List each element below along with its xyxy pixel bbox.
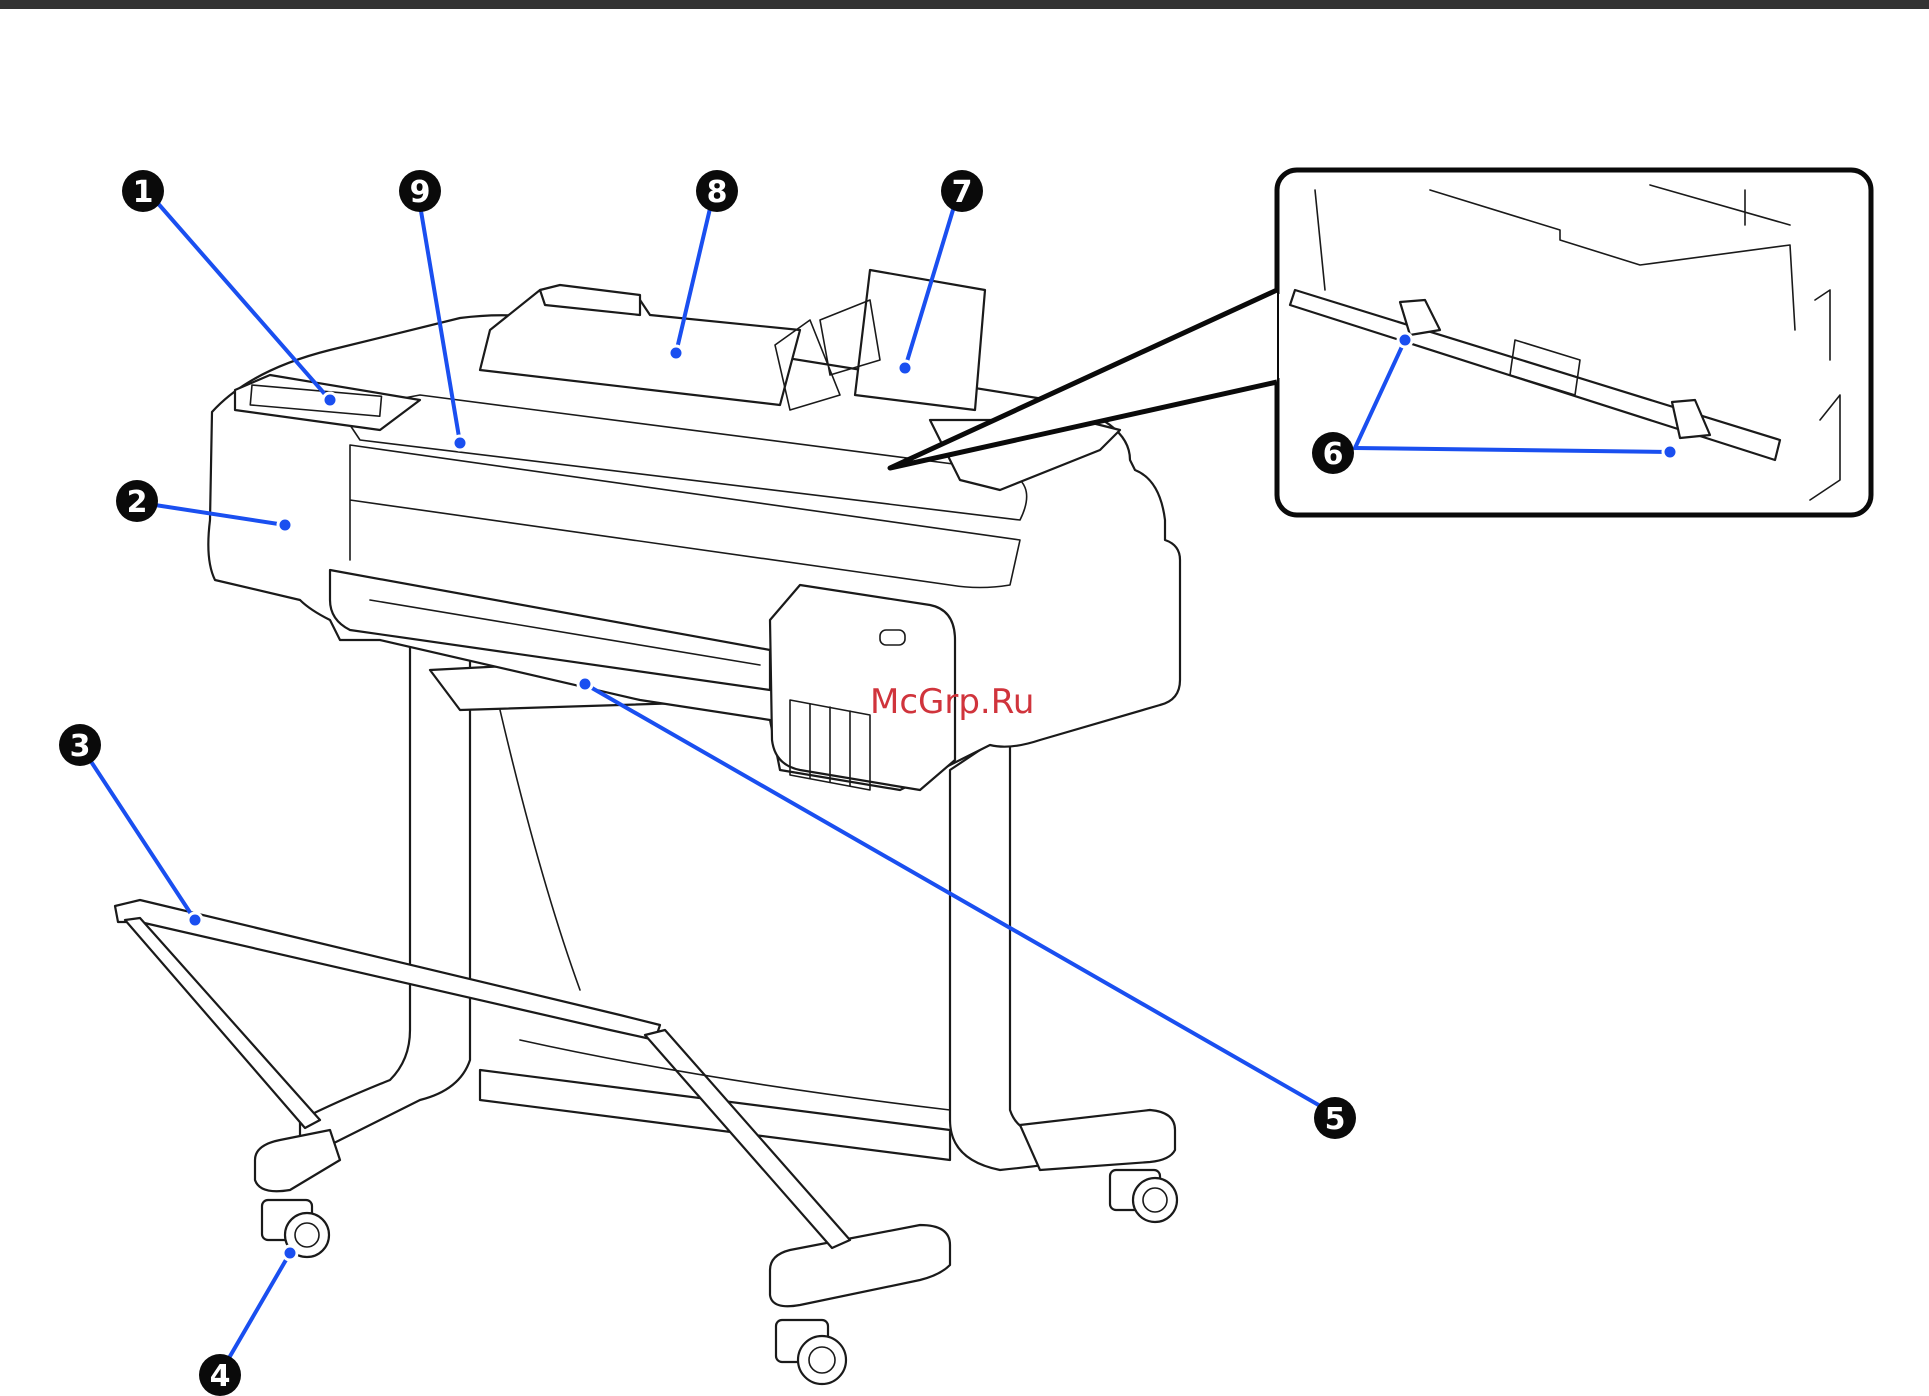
callout-2: 2 xyxy=(116,480,158,522)
stand-right-foot xyxy=(770,1225,950,1306)
callout-5-label: 5 xyxy=(1325,1102,1346,1137)
callout-1-label: 1 xyxy=(133,175,154,210)
callout-8: 8 xyxy=(696,170,738,212)
inset-frame xyxy=(1277,170,1871,515)
callout-7: 7 xyxy=(941,170,983,212)
leader-4-dot xyxy=(283,1246,297,1260)
callout-9-label: 9 xyxy=(410,175,431,210)
callout-5: 5 xyxy=(1314,1097,1356,1139)
stand-back-foot xyxy=(1020,1110,1175,1170)
caster-back-right xyxy=(1110,1170,1177,1222)
stand-left-leg xyxy=(300,640,470,1153)
callout-6: 6 xyxy=(1312,432,1354,474)
callout-2-label: 2 xyxy=(127,485,148,520)
callout-8-label: 8 xyxy=(707,175,728,210)
top-rule xyxy=(0,0,1929,9)
stand-left-foot xyxy=(255,1130,340,1191)
leader-3 xyxy=(90,760,195,920)
callout-1: 1 xyxy=(122,170,164,212)
leader-1-dot xyxy=(323,393,337,407)
leader-4 xyxy=(222,1253,290,1370)
stand-right-leg xyxy=(950,730,1170,1170)
leader-5-dot xyxy=(578,677,592,691)
callout-6-label: 6 xyxy=(1323,437,1344,472)
leader-2-dot xyxy=(278,518,292,532)
callout-7-label: 7 xyxy=(952,175,973,210)
leader-8-dot xyxy=(669,346,683,360)
watermark-text: McGrp.Ru xyxy=(870,682,1034,722)
leader-3-dot xyxy=(188,913,202,927)
callout-9: 9 xyxy=(399,170,441,212)
callout-3-label: 3 xyxy=(70,729,91,764)
callout-4-label: 4 xyxy=(210,1359,231,1394)
paper-support xyxy=(855,270,985,410)
leader-9-dot xyxy=(453,436,467,450)
callout-3: 3 xyxy=(59,724,101,766)
callout-4: 4 xyxy=(199,1354,241,1396)
leader-6a-dot xyxy=(1398,333,1412,347)
caster-front-right xyxy=(776,1320,846,1384)
leader-7-dot xyxy=(898,361,912,375)
leader-6b-dot xyxy=(1663,445,1677,459)
leader-1 xyxy=(155,200,330,400)
